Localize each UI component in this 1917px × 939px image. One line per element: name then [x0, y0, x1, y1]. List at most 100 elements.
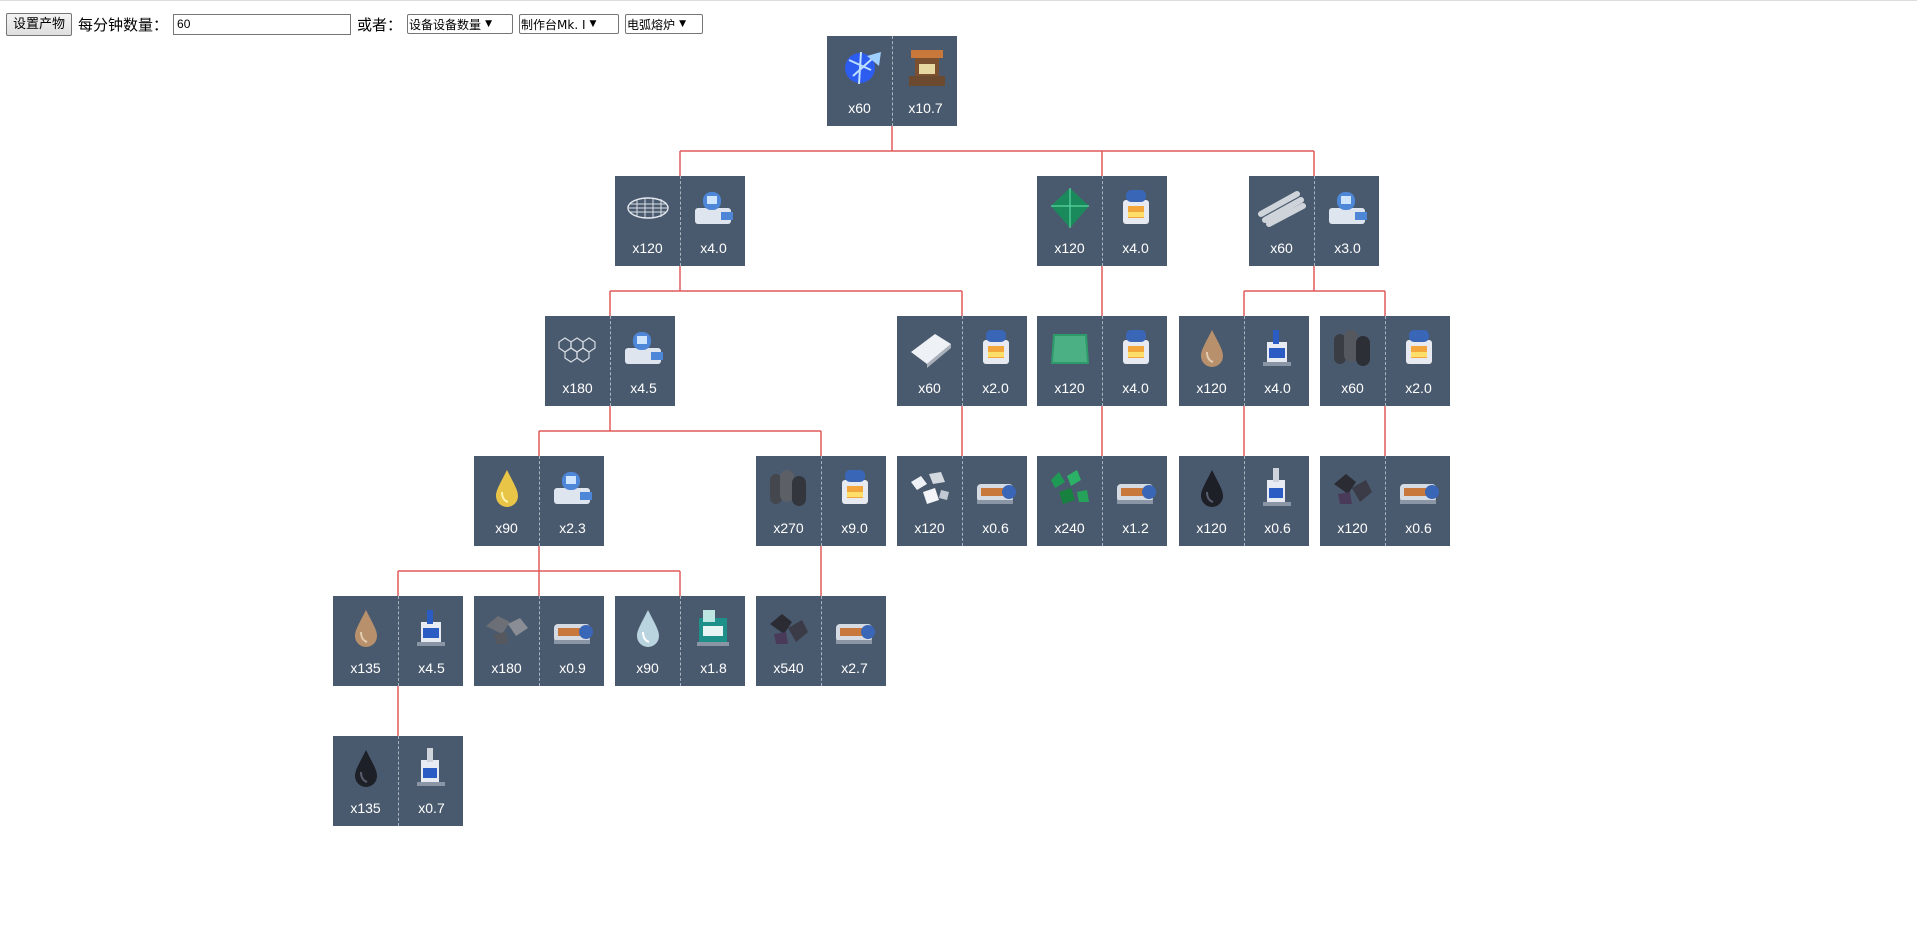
recipe-node[interactable]: x90 x2.3: [474, 456, 604, 546]
item-count: x60: [848, 100, 871, 116]
chevron-down-icon: ▼: [485, 19, 492, 29]
item-cell: x135: [333, 736, 398, 826]
iron-ore-icon: [486, 616, 528, 644]
machine-cell: x1.2: [1102, 456, 1168, 546]
recipe-node[interactable]: x120 x0.6: [1320, 456, 1450, 546]
coal-icon: [1334, 474, 1372, 504]
item-cell: x180: [545, 316, 610, 406]
machine-count: x1.2: [1122, 520, 1149, 536]
assembler-select-value: 制作台Mk. I: [521, 17, 586, 32]
smelter-icon: [1123, 330, 1149, 364]
recipe-node[interactable]: x120 x4.0: [615, 176, 745, 266]
machine-cell: x2.7: [821, 596, 887, 686]
machine-cell: x3.0: [1314, 176, 1380, 266]
recipe-node[interactable]: x240 x1.2: [1037, 456, 1167, 546]
graphite-bars-icon: [770, 470, 806, 506]
machine-cell: x2.0: [962, 316, 1028, 406]
machine-count: x4.0: [700, 240, 727, 256]
item-count: x120: [1054, 380, 1085, 396]
rate-input[interactable]: [173, 13, 352, 35]
item-count: x240: [1054, 520, 1085, 536]
mode-select-value: 设备设备数量: [409, 17, 482, 32]
smelter-select-value: 电弧熔炉: [627, 17, 676, 32]
machine-count: x2.7: [841, 660, 868, 676]
item-count: x120: [1054, 240, 1085, 256]
item-count: x180: [562, 380, 593, 396]
crude-oil-icon: [1201, 470, 1223, 507]
top-border: [0, 0, 1917, 1]
mode-select[interactable]: 设备设备数量 ▼: [407, 14, 514, 34]
item-cell: x60: [827, 36, 892, 126]
machine-cell: x4.0: [680, 176, 746, 266]
recipe-node[interactable]: x60 x3.0: [1249, 176, 1379, 266]
machine-cell: x4.5: [610, 316, 676, 406]
item-count: x60: [1270, 240, 1293, 256]
item-cell: x120: [1037, 176, 1102, 266]
recipe-node[interactable]: x135 x0.7: [333, 736, 463, 826]
crude-oil-icon: [355, 750, 377, 787]
item-cell: x120: [1320, 456, 1385, 546]
refined-oil-icon: [355, 610, 377, 647]
machine-count: x1.8: [700, 660, 727, 676]
item-count: x90: [495, 520, 518, 536]
mining-drill-icon: [836, 624, 875, 644]
machine-count: x4.0: [1122, 240, 1149, 256]
item-cell: x240: [1037, 456, 1102, 546]
item-cell: x60: [1320, 316, 1385, 406]
hydrogen-drop-icon: [496, 470, 518, 507]
machine-count: x4.0: [1122, 380, 1149, 396]
machine-count: x0.7: [418, 800, 445, 816]
recipe-node[interactable]: x60 x10.7: [827, 36, 957, 126]
graphene-icon: [558, 337, 596, 363]
machine-cell: x0.6: [962, 456, 1028, 546]
coal-icon: [770, 614, 808, 644]
oil-refinery-icon: [417, 610, 445, 646]
titanium-ingot-icon: [911, 334, 951, 368]
oil-extractor-icon: [1263, 468, 1291, 506]
item-cell: x120: [1037, 316, 1102, 406]
item-cell: x90: [615, 596, 680, 686]
item-count: x120: [1196, 520, 1227, 536]
machine-count: x0.9: [559, 660, 586, 676]
recipe-node[interactable]: x180 x0.9: [474, 596, 604, 686]
item-cell: x120: [1179, 456, 1244, 546]
recipe-node[interactable]: x90 x1.8: [615, 596, 745, 686]
mining-drill-icon: [1117, 484, 1156, 504]
water-drop-icon: [637, 610, 659, 647]
item-count: x60: [1341, 380, 1364, 396]
chevron-down-icon: ▼: [679, 19, 686, 29]
machine-count: x2.3: [559, 520, 586, 536]
machine-count: x9.0: [841, 520, 868, 536]
recipe-node[interactable]: x180 x4.5: [545, 316, 675, 406]
item-count: x120: [632, 240, 663, 256]
titanium-alloy-icon: [1258, 191, 1306, 227]
machine-cell: x0.6: [1385, 456, 1451, 546]
graphite-icon: [1334, 330, 1370, 366]
mining-drill-icon: [1400, 484, 1439, 504]
item-count: x180: [491, 660, 522, 676]
item-count: x90: [636, 660, 659, 676]
recipe-node[interactable]: x120 x4.0: [1037, 176, 1167, 266]
machine-count: x10.7: [908, 100, 943, 116]
smelter-select[interactable]: 电弧熔炉 ▼: [625, 14, 704, 34]
item-cell: x120: [1179, 316, 1244, 406]
water-pump-icon: [697, 610, 729, 646]
smelter-icon: [842, 470, 868, 504]
item-count: x120: [1337, 520, 1368, 536]
item-count: x135: [350, 800, 381, 816]
assembler-select[interactable]: 制作台Mk. I ▼: [519, 14, 620, 34]
recipe-node[interactable]: x120 x4.0: [1037, 316, 1167, 406]
refined-oil-icon: [1201, 330, 1223, 367]
set-product-button[interactable]: 设置产物: [6, 12, 73, 36]
chevron-down-icon: ▼: [589, 19, 597, 29]
smelter-icon: [1123, 190, 1149, 224]
machine-cell: x1.8: [680, 596, 746, 686]
